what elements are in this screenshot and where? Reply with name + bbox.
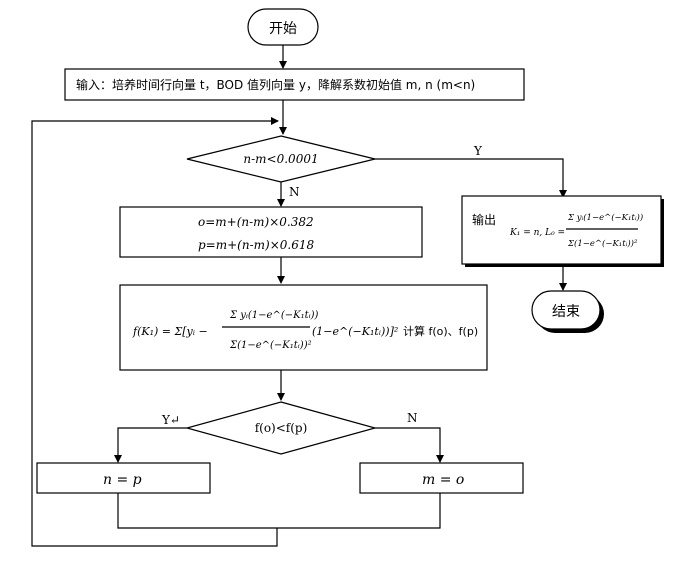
condition2-yes-label: Y↵	[161, 413, 180, 427]
output-label: 输出	[472, 212, 496, 227]
output-fraction-den: Σ(1−e^(−K₁tᵢ))²	[567, 238, 638, 249]
start-label: 开始	[269, 21, 297, 37]
condition1-diamond: n-m<0.0001	[186, 135, 376, 183]
assign-n-box: n = p	[36, 462, 211, 494]
output-box: 输出 K₁ = n, L₀ = Σ yᵢ(1−e^(−K₁tᵢ)) Σ(1−e^…	[461, 195, 664, 267]
condition1-yes-label: Y	[473, 144, 483, 158]
compute-p-text: p=m+(n-m)×0.618	[198, 238, 314, 252]
condition2-diamond: f(o)<f(p)	[184, 401, 378, 455]
objective-fraction-num: Σ yᵢ(1−e^(−K₁tᵢ))	[229, 310, 319, 321]
condition2-text: f(o)<f(p)	[255, 421, 308, 435]
objective-prefix: f(K₁) = Σ[yᵢ −	[132, 325, 208, 338]
condition1-no-label: N	[289, 185, 300, 199]
end-terminal: 结束	[531, 290, 604, 333]
assign-left-text: n = p	[103, 472, 142, 488]
compute-o-text: o=m+(n-m)×0.382	[198, 215, 314, 229]
assign-m-box: m = o	[359, 462, 524, 494]
objective-action: 计算 f(o)、f(p)	[403, 324, 478, 338]
arrow-condition2-yes	[114, 427, 187, 463]
compute-op-box: o=m+(n-m)×0.382 p=m+(n-m)×0.618	[119, 206, 423, 258]
condition2-no-label: N	[407, 411, 418, 425]
end-label: 结束	[552, 304, 580, 320]
objective-suffix: (1−e^(−K₁tᵢ))]²	[312, 325, 398, 338]
output-formula-left: K₁ = n, L₀ =	[509, 228, 565, 238]
assign-right-text: m = o	[422, 472, 464, 488]
input-box: 输入：培养时间行向量 t，BOD 值列向量 y，降解系数初始值 m, n (m<…	[64, 68, 525, 101]
merge-bottom-line	[117, 493, 441, 529]
condition1-text: n-m<0.0001	[243, 152, 318, 166]
objective-fraction-den: Σ(1−e^(−K₁tᵢ))²	[229, 340, 312, 351]
loop-back-line	[31, 117, 279, 547]
start-terminal: 开始	[247, 8, 319, 46]
output-fraction-num: Σ yᵢ(1−e^(−K₁tᵢ))	[567, 212, 643, 223]
arrow-condition1-yes	[375, 158, 567, 198]
input-text: 输入：培养时间行向量 t，BOD 值列向量 y，降解系数初始值 m, n (m<…	[76, 77, 475, 92]
objective-box: f(K₁) = Σ[yᵢ − Σ yᵢ(1−e^(−K₁tᵢ)) Σ(1−e^(…	[119, 284, 488, 371]
arrow-condition2-no	[375, 427, 444, 463]
